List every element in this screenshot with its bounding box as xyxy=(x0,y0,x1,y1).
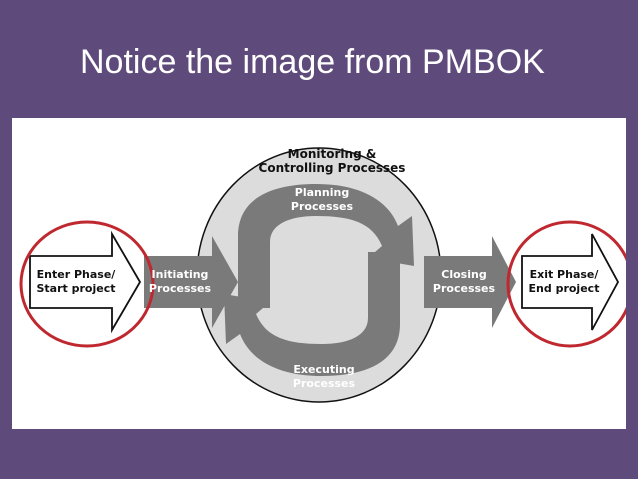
exit-phase-arrow xyxy=(521,233,620,331)
enter-label-line1: Enter Phase/ xyxy=(37,268,117,281)
monitoring-label-line1: Monitoring & xyxy=(288,147,377,161)
executing-cycle-arrow xyxy=(224,252,400,376)
enter-highlight-circle xyxy=(19,220,155,348)
exit-highlight-circle xyxy=(506,220,626,348)
monitoring-label-line2: Controlling Processes xyxy=(259,161,406,175)
slide-title: Notice the image from PMBOK xyxy=(80,43,545,81)
closing-label-line1: Closing xyxy=(441,268,486,281)
initiating-label-line2: Processes xyxy=(149,282,212,295)
enter-label-line2: Start project xyxy=(37,282,116,295)
pmbok-process-diagram: Monitoring & Controlling Processes Plann… xyxy=(19,147,626,403)
initiating-arrow xyxy=(144,236,238,328)
executing-label-line1: Executing xyxy=(293,363,354,376)
planning-cycle-arrow xyxy=(238,184,414,308)
diagram-panel: Monitoring & Controlling Processes Plann… xyxy=(12,118,626,429)
closing-arrow xyxy=(424,236,516,328)
exit-label-line1: Exit Phase/ xyxy=(530,268,600,281)
planning-label-line1: Planning xyxy=(295,186,349,199)
executing-label-line2: Processes xyxy=(293,377,356,390)
enter-phase-arrow xyxy=(29,230,142,334)
exit-label-line2: End project xyxy=(529,282,600,295)
planning-label-line2: Processes xyxy=(291,200,354,213)
initiating-label-line1: Initiating xyxy=(152,268,209,281)
closing-label-line2: Processes xyxy=(433,282,496,295)
